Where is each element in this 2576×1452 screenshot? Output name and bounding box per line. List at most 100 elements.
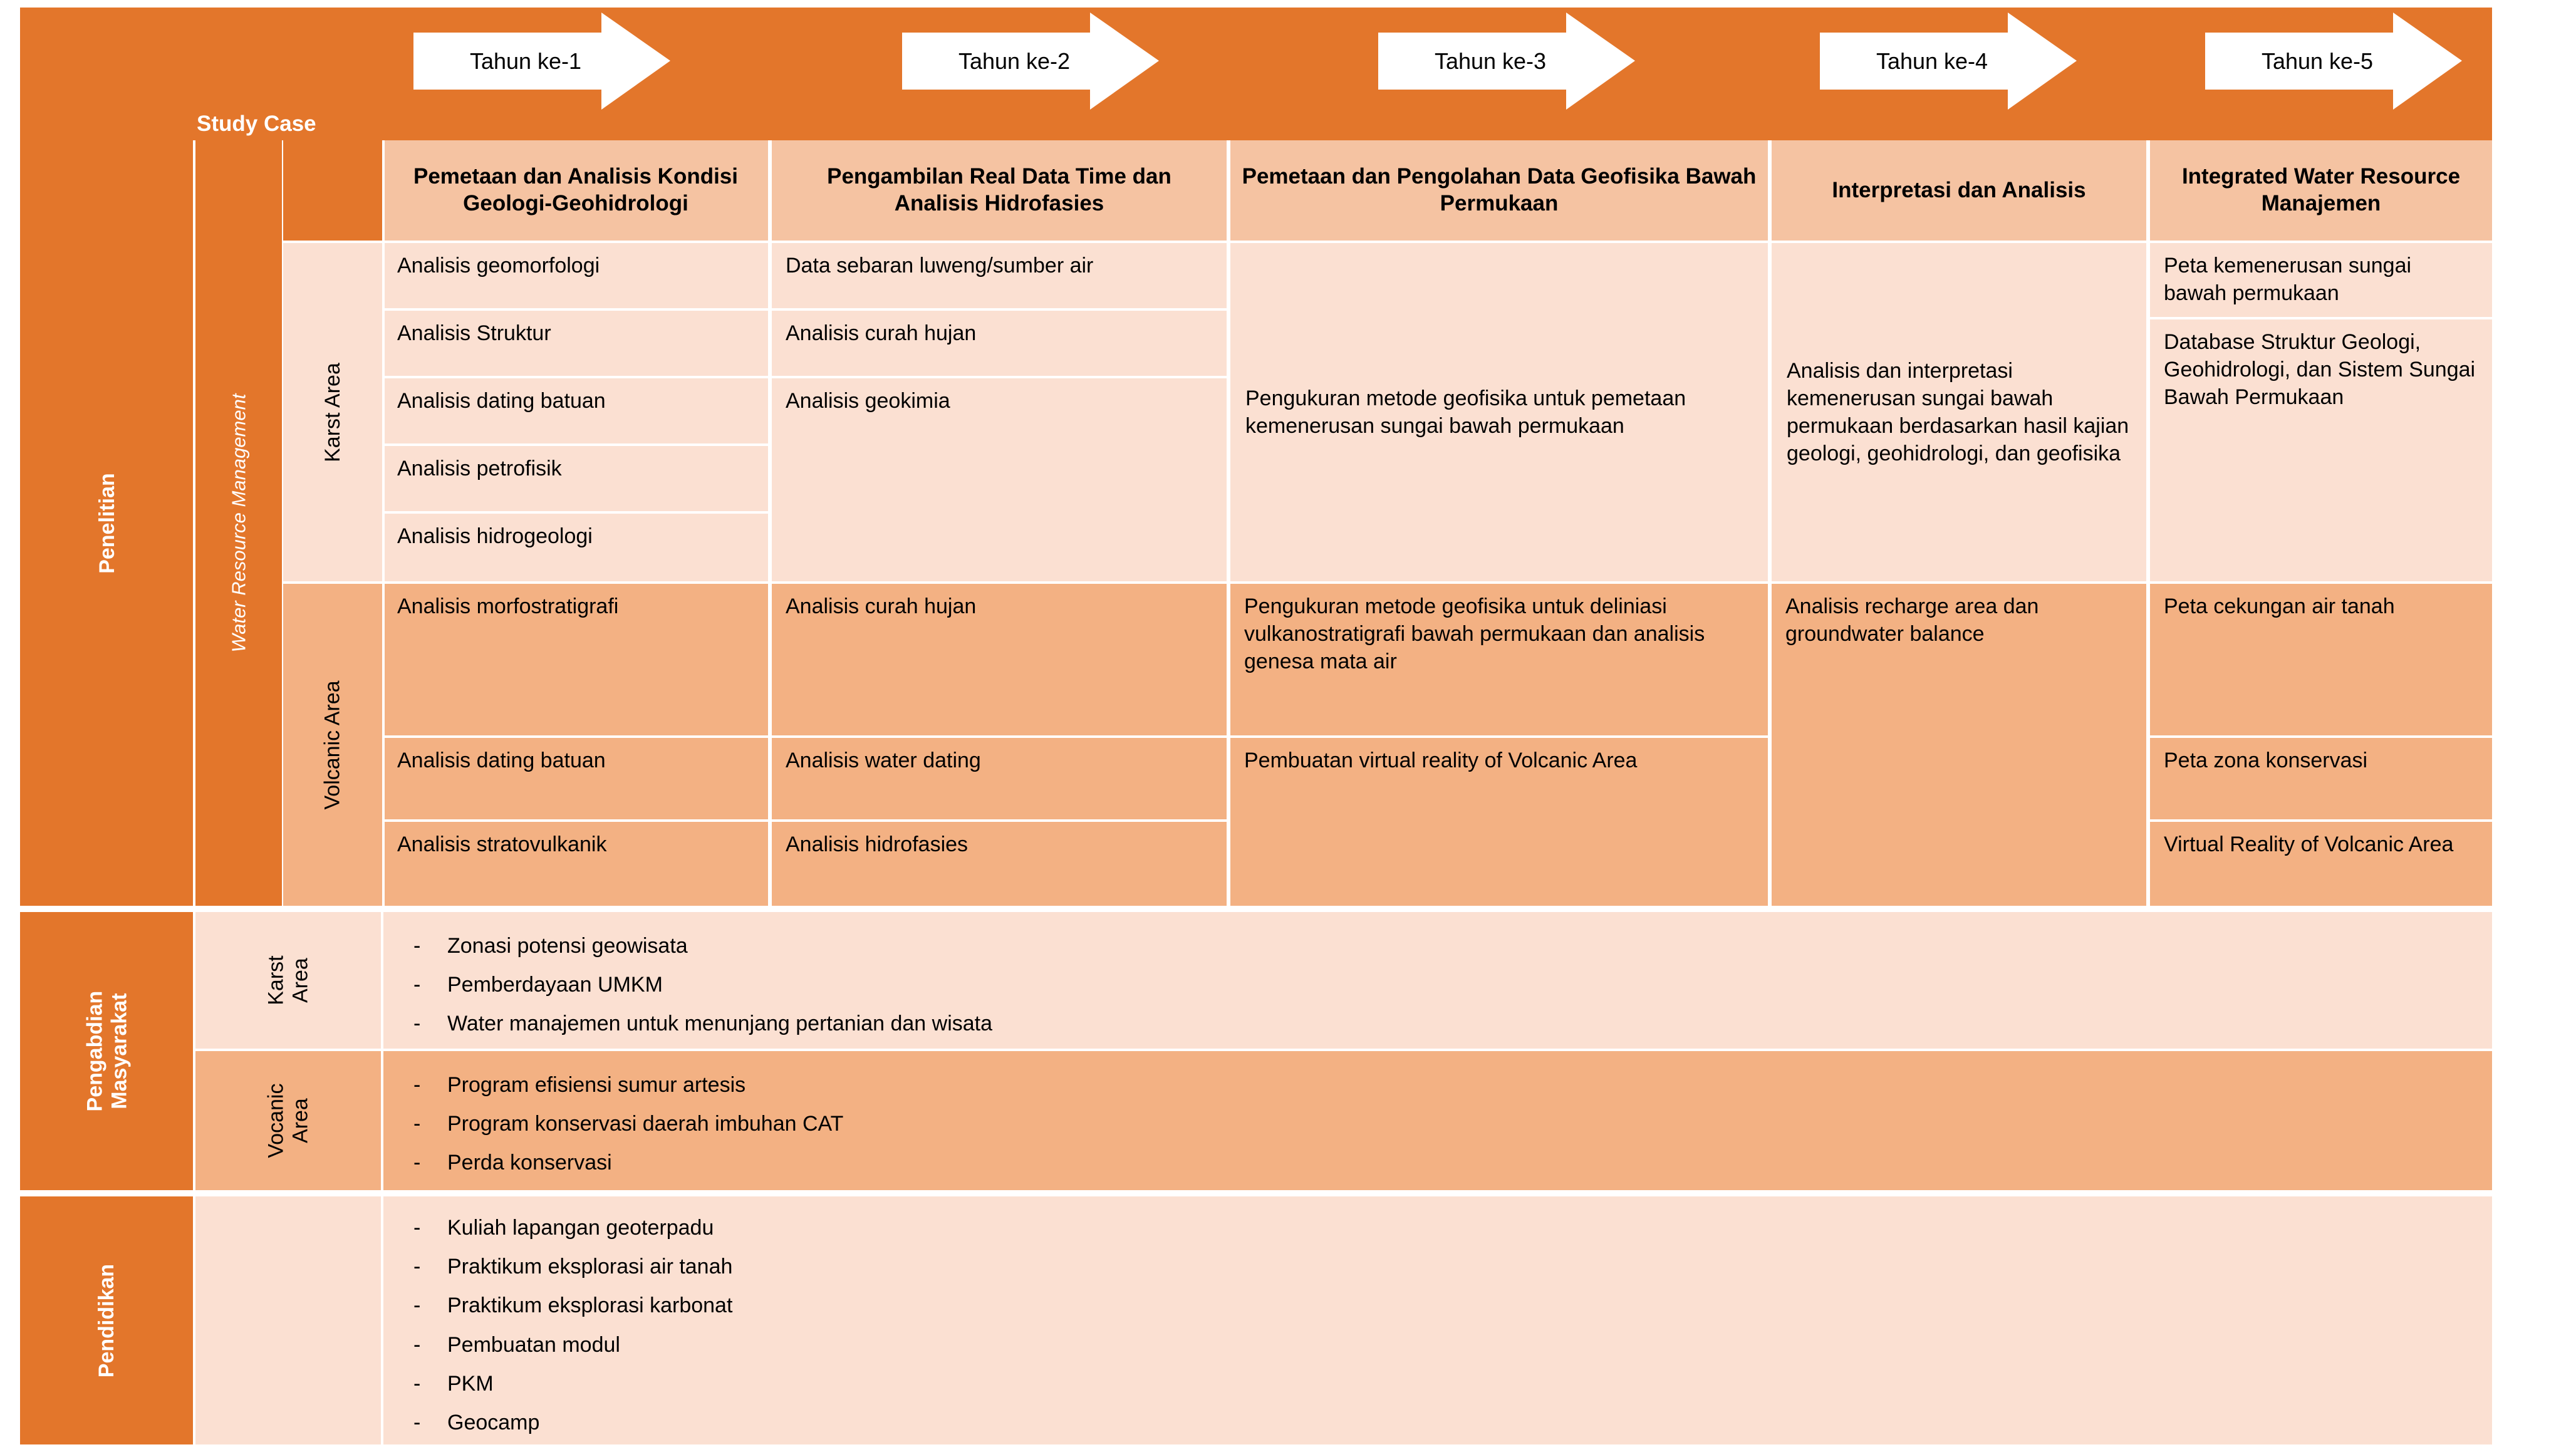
list-item: - Geocamp (413, 1409, 2468, 1436)
year-arrow-4: Tahun ke-4 (1820, 13, 2077, 110)
year-arrow-5: Tahun ke-5 (2205, 13, 2462, 110)
pendidikan-item-3: Praktikum eksplorasi karbonat (447, 1294, 733, 1318)
year-arrow-1: Tahun ke-1 (413, 13, 670, 110)
row-sep-pengabdian-karst-vocanic (195, 1049, 2492, 1051)
row-sep-karst-3 (383, 443, 768, 446)
pendidikan-item-1: Kuliah lapangan geoterpadu (447, 1216, 714, 1240)
list-item: - Pembuatan modul (413, 1331, 2468, 1359)
karst-col4-text: Analisis dan interpretasi kemenerusan su… (1787, 358, 2129, 466)
top-orange-band (20, 8, 2492, 140)
penelitian-sub-band (195, 140, 282, 906)
karst-col2-text-2: Analisis curah hujan (786, 321, 977, 345)
karst-area-label-cell (283, 243, 382, 581)
pengabdian-karst-item-2: Pemberdayaan UMKM (447, 973, 663, 997)
pengabdian-vocanic-item-1: Program efisiensi sumur artesis (447, 1073, 746, 1097)
col-sep-left-1 (193, 140, 195, 906)
karst-col3-cell: Pengukuran metode geofisika untuk pemeta… (1230, 243, 1768, 581)
row-sep-volc-col5-2 (2150, 819, 2492, 822)
karst-col2-cell-1: Data sebaran luweng/sumber air (772, 243, 1227, 308)
column-header-5: Integrated Water Resource Manajemen (2150, 140, 2492, 241)
pengabdian-vocanic-content (383, 1051, 2492, 1190)
column-header-4-label: Interpretasi dan Analisis (1832, 177, 2086, 202)
row-sep-pengabdian-pendidikan (0, 1190, 2576, 1196)
study-case-col-top (283, 140, 382, 241)
bullet-dash: - (413, 1151, 421, 1175)
karst-col1-cell-5: Analisis hidrogeologi (383, 514, 768, 581)
karst-col5-cell-1: Peta kemenerusan sungai bawah permukaan (2150, 243, 2492, 317)
volcanic-col4-cell: Analisis recharge area dan groundwater b… (1772, 584, 2146, 906)
pengabdian-karst-item-3: Water manajemen untuk menunjang pertania… (447, 1012, 993, 1036)
pengabdian-karst-label: Karst Area (264, 955, 313, 1005)
list-item: - Program efisiensi sumur artesis (413, 1071, 2468, 1099)
volcanic-area-label: Volcanic Area (320, 680, 345, 810)
pendidikan-item-6: Geocamp (447, 1410, 540, 1434)
col-sep-2 (768, 140, 772, 906)
volcanic-col5-text-1: Peta cekungan air tanah (2164, 594, 2395, 618)
bullet-dash: - (413, 973, 421, 997)
karst-col2-cell-2: Analisis curah hujan (772, 311, 1227, 376)
bullet-dash: - (413, 1112, 421, 1136)
karst-col1-cell-3: Analisis dating batuan (383, 378, 768, 443)
bullet-dash: - (413, 934, 421, 958)
pengabdian-vocanic-item-2: Program konservasi daerah imbuhan CAT (447, 1112, 844, 1136)
bullet-dash: - (413, 1073, 421, 1097)
study-case-label: Study Case (197, 111, 316, 136)
col-sep-4 (1768, 140, 1772, 906)
column-header-5-label: Integrated Water Resource Manajemen (2181, 164, 2461, 215)
column-header-3: Pemetaan dan Pengolahan Data Geofisika B… (1230, 140, 1768, 241)
list-item: - Program konservasi daerah imbuhan CAT (413, 1110, 2468, 1138)
karst-col1-cell-1: Analisis geomorfologi (383, 243, 768, 308)
col-sep-3 (1227, 140, 1230, 906)
pengabdian-vocanic-bullets: - Program efisiensi sumur artesis - Prog… (413, 1071, 2468, 1188)
column-header-4: Interpretasi dan Analisis (1772, 140, 2146, 241)
pendidikan-label: Pendidikan (95, 1263, 119, 1377)
volcanic-col1-text-1: Analisis morfostratigrafi (397, 594, 619, 618)
pengabdian-karst-bullets: - Zonasi potensi geowisata - Pemberdayaa… (413, 932, 2468, 1049)
col-sep-1 (382, 140, 385, 906)
bullet-dash: - (413, 1255, 421, 1279)
pengabdian-karst-content (383, 912, 2492, 1049)
col-sep-pengabdian-1 (193, 912, 195, 1444)
row-sep-karst-1 (383, 308, 1227, 311)
bullet-dash: - (413, 1371, 421, 1396)
volcanic-col2-cell-1: Analisis curah hujan (772, 584, 1227, 735)
col-sep-5 (2146, 140, 2150, 906)
row-sep-volc-2 (383, 819, 1227, 822)
volcanic-col2-text-2: Analisis water dating (786, 749, 981, 772)
row-sep-karst-volcanic (283, 581, 2492, 584)
bullet-dash: - (413, 1294, 421, 1318)
volcanic-col5-text-3: Virtual Reality of Volcanic Area (2164, 832, 2454, 856)
karst-col2-text-1: Data sebaran luweng/sumber air (786, 254, 1094, 277)
pengabdian-vocanic-label: Vocanic Area (264, 1083, 313, 1158)
karst-col1-text-2: Analisis Struktur (397, 321, 551, 345)
volcanic-col5-text-2: Peta zona konservasi (2164, 749, 2368, 772)
pendidikan-spacer-cell (195, 1196, 382, 1444)
row-sep-karst-col5 (2150, 317, 2492, 319)
karst-col1-text-4: Analisis petrofisik (397, 457, 562, 480)
pendidikan-content (383, 1196, 2492, 1444)
karst-col5-text-1: Peta kemenerusan sungai bawah permukaan (2164, 254, 2412, 306)
row-sep-karst-2 (383, 376, 1227, 378)
year-arrow-3: Tahun ke-3 (1378, 13, 1635, 110)
list-item: - Kuliah lapangan geoterpadu (413, 1214, 2468, 1242)
volcanic-col4-text: Analisis recharge area dan groundwater b… (1785, 594, 2039, 646)
bullet-dash: - (413, 1012, 421, 1036)
column-header-3-label: Pemetaan dan Pengolahan Data Geofisika B… (1242, 164, 1757, 215)
karst-col3-text: Pengukuran metode geofisika untuk pemeta… (1245, 386, 1686, 438)
pengabdian-label: Pengabdian Masyarakat (82, 990, 131, 1112)
row-sep-karst-4 (383, 511, 768, 514)
column-header-1-label: Pemetaan dan Analisis Kondisi Geologi-Ge… (413, 164, 738, 215)
column-header-1: Pemetaan dan Analisis Kondisi Geologi-Ge… (383, 140, 768, 241)
pengabdian-band (20, 912, 194, 1190)
pendidikan-bullets: - Kuliah lapangan geoterpadu - Praktikum… (413, 1214, 2468, 1448)
list-item: - Praktikum eksplorasi karbonat (413, 1292, 2468, 1319)
volcanic-area-label-cell (283, 584, 382, 906)
pengabdian-vocanic-item-3: Perda konservasi (447, 1151, 612, 1175)
list-item: - Praktikum eksplorasi air tanah (413, 1253, 2468, 1280)
volcanic-col3-cell-1: Pengukuran metode geofisika untuk delini… (1230, 584, 1768, 735)
karst-col5-cell-2: Database Struktur Geologi, Geohidrologi,… (2150, 319, 2492, 581)
karst-col1-cell-2: Analisis Struktur (383, 311, 768, 376)
column-header-2-label: Pengambilan Real Data Time dan Analisis … (827, 164, 1171, 215)
volcanic-col1-cell-3: Analisis stratovulkanik (383, 822, 768, 906)
